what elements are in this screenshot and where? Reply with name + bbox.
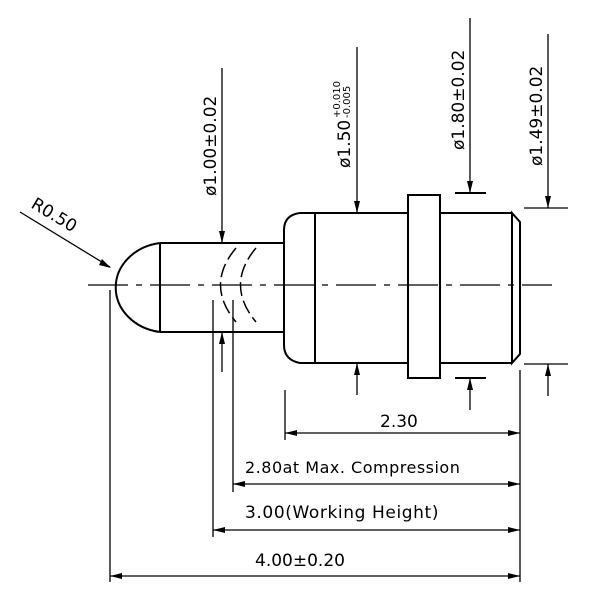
dim-radius: R0.50 (19, 194, 111, 268)
dim-label: 4.00±0.20 (255, 551, 345, 571)
dim-label: ø1.49±0.02 (527, 66, 547, 166)
dim-label: 3.00(Working Height) (245, 503, 439, 523)
dim-d1-50: ø1.50 +0.010 -0.005 (332, 47, 360, 395)
dim-2-80: 2.80at Max. Compression (233, 458, 520, 487)
dim-label: ø1.00±0.02 (201, 96, 221, 196)
part-outline (88, 194, 552, 379)
dim-3-00: 3.00(Working Height) (213, 503, 520, 533)
dim-d1-49: ø1.49±0.02 (527, 34, 551, 396)
tip-dome (114, 242, 161, 333)
dim-label: R0.50 (27, 194, 80, 237)
dim-2-30: 2.30 (285, 412, 520, 436)
dim-d1-00: ø1.00±0.02 (201, 68, 225, 372)
dim-label: ø1.50 (335, 120, 355, 168)
dim-label: 2.80at Max. Compression (245, 458, 460, 477)
end-chamfer (511, 210, 521, 366)
tol-upper: +0.010 (332, 81, 343, 118)
barrel-head (283, 212, 315, 364)
dim-d1-80: ø1.80±0.02 (449, 18, 473, 410)
dim-label: ø1.80±0.02 (449, 50, 469, 150)
extension-lines (109, 192, 568, 582)
tol-lower: -0.005 (342, 86, 353, 118)
dim-4-00: 4.00±0.20 (110, 551, 520, 579)
dim-label: 2.30 (380, 412, 418, 432)
collar (407, 194, 441, 379)
